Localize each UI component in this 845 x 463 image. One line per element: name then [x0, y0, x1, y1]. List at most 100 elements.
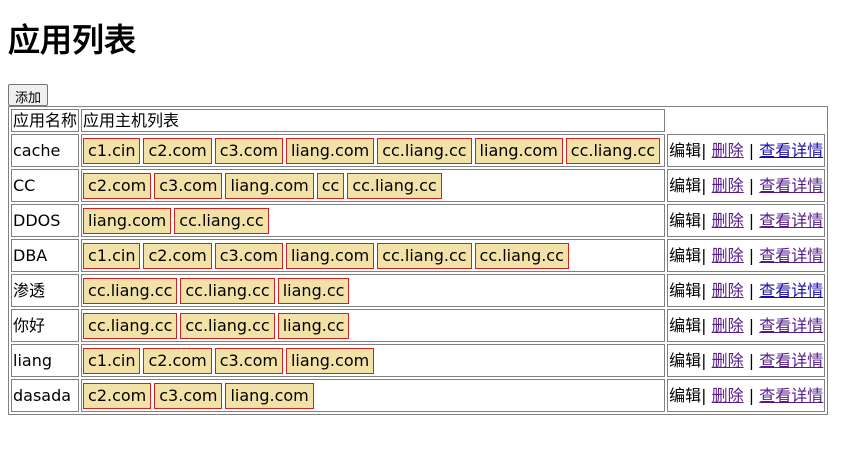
host-tag: c1.cin: [83, 347, 141, 374]
view-details-link[interactable]: 查看详情: [759, 281, 824, 300]
host-tag: liang.cc: [277, 312, 350, 339]
actions-cell: 编辑| 删除 | 查看详情: [667, 344, 826, 377]
actions-cell: 编辑| 删除 | 查看详情: [667, 274, 826, 307]
edit-action[interactable]: 编辑: [669, 316, 702, 335]
delete-link[interactable]: 删除: [711, 316, 744, 335]
action-separator: |: [748, 316, 755, 335]
app-name-cell: CC: [11, 169, 80, 202]
host-tag: c2.com: [143, 242, 212, 269]
action-separator: |: [748, 386, 755, 405]
view-details-link[interactable]: 查看详情: [759, 141, 824, 160]
host-tag: cc.liang.cc: [565, 137, 661, 164]
action-separator: |: [748, 176, 755, 195]
app-name-cell: cache: [11, 134, 80, 167]
host-tag: cc.liang.cc: [347, 172, 442, 199]
add-button[interactable]: 添加: [8, 84, 49, 106]
table-header-row: 应用名称 应用主机列表: [11, 109, 825, 132]
action-separator: |: [748, 141, 755, 160]
app-name-cell: dasada: [11, 379, 80, 412]
header-actions-empty: [667, 109, 825, 132]
delete-link[interactable]: 删除: [711, 281, 744, 300]
actions-cell: 编辑| 删除 | 查看详情: [667, 309, 826, 342]
host-tag: cc.liang.cc: [174, 207, 269, 234]
action-separator: |: [701, 316, 707, 335]
delete-link[interactable]: 删除: [711, 211, 744, 230]
host-tag: liang.com: [474, 137, 563, 164]
delete-link[interactable]: 删除: [711, 246, 744, 265]
host-tag: c1.cin: [83, 137, 141, 164]
delete-link[interactable]: 删除: [711, 351, 744, 370]
page-title: 应用列表: [8, 21, 137, 59]
view-details-link[interactable]: 查看详情: [759, 211, 824, 230]
view-details-link[interactable]: 查看详情: [759, 176, 824, 195]
host-tag: liang.com: [285, 242, 375, 269]
edit-action[interactable]: 编辑: [669, 351, 702, 370]
action-separator: |: [701, 386, 707, 405]
actions-cell: 编辑| 删除 | 查看详情: [667, 134, 826, 167]
view-details-link[interactable]: 查看详情: [759, 246, 824, 265]
action-separator: |: [701, 351, 707, 370]
host-tag: cc: [316, 172, 345, 199]
action-separator: |: [748, 281, 755, 300]
action-separator: |: [701, 211, 707, 230]
host-tag: c2.com: [143, 137, 212, 164]
host-tag: c2.com: [83, 172, 152, 199]
host-tag: cc.liang.cc: [180, 312, 275, 339]
header-app-name: 应用名称: [11, 109, 80, 132]
host-tag: cc.liang.cc: [83, 312, 178, 339]
host-tag: liang.com: [285, 137, 375, 164]
host-tag: cc.liang.cc: [474, 242, 569, 269]
host-tag: liang.com: [83, 207, 172, 234]
edit-action[interactable]: 编辑: [669, 176, 702, 195]
host-tag: c3.com: [214, 347, 283, 374]
app-name-cell: DDOS: [11, 204, 80, 237]
app-name-cell: 你好: [11, 309, 80, 342]
host-tag: liang.com: [225, 172, 314, 199]
edit-action[interactable]: 编辑: [669, 211, 702, 230]
action-separator: |: [701, 281, 707, 300]
edit-action[interactable]: 编辑: [669, 386, 702, 405]
edit-action[interactable]: 编辑: [669, 281, 702, 300]
actions-cell: 编辑| 删除 | 查看详情: [667, 379, 826, 412]
edit-action[interactable]: 编辑: [669, 141, 702, 160]
edit-action[interactable]: 编辑: [669, 246, 702, 265]
host-tag: cc.liang.cc: [377, 242, 472, 269]
host-tag: liang.com: [225, 382, 314, 409]
view-details-link[interactable]: 查看详情: [759, 316, 824, 335]
host-tag: cc.liang.cc: [180, 277, 275, 304]
host-tag: c3.com: [214, 242, 283, 269]
actions-cell: 编辑| 删除 | 查看详情: [667, 239, 826, 272]
app-name-cell: DBA: [11, 239, 80, 272]
view-details-link[interactable]: 查看详情: [759, 351, 824, 370]
delete-link[interactable]: 删除: [711, 386, 744, 405]
action-separator: |: [748, 351, 755, 370]
delete-link[interactable]: 删除: [711, 141, 744, 160]
view-details-link[interactable]: 查看详情: [759, 386, 824, 405]
action-separator: |: [701, 246, 707, 265]
actions-cell: 编辑| 删除 | 查看详情: [667, 169, 826, 202]
host-tag: liang.com: [285, 347, 375, 374]
host-tag: c2.com: [143, 347, 212, 374]
host-tag: liang.cc: [277, 277, 350, 304]
header-host-list: 应用主机列表: [81, 109, 666, 132]
action-separator: |: [748, 211, 755, 230]
delete-link[interactable]: 删除: [711, 176, 744, 195]
host-tag: cc.liang.cc: [377, 137, 472, 164]
host-tag: c2.com: [83, 382, 152, 409]
action-separator: |: [701, 141, 707, 160]
